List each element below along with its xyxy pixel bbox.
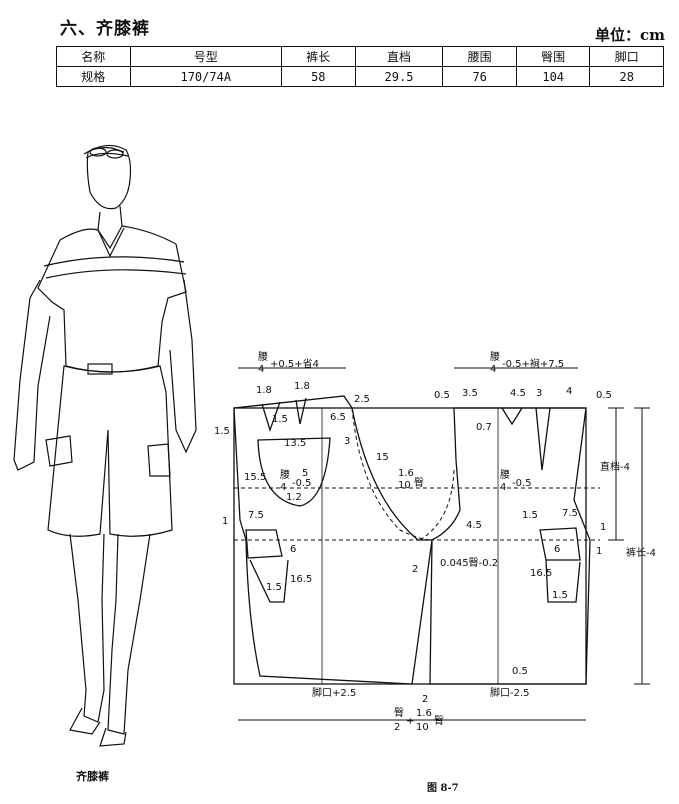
bottom-formula-e: 10 <box>416 722 429 733</box>
table-cell: 28 <box>589 66 664 87</box>
dim-label: 4 <box>566 386 572 397</box>
front-top-formula-b: 4 <box>258 364 264 375</box>
crotch-formula-a: 1.6 <box>398 468 414 479</box>
dim-label: 15.5 <box>244 472 266 483</box>
figure-caption-right: 图 8-7 <box>427 783 459 794</box>
back-crotch-label: 0.045臀-0.2 <box>440 557 498 569</box>
dim-label: 6 <box>290 544 296 555</box>
dim-label: 16.5 <box>530 568 552 579</box>
back-top-formula-a: 腰 <box>490 351 500 363</box>
dim-label: 2.5 <box>354 394 370 405</box>
dim-label: 1.8 <box>256 385 272 396</box>
back-top-formula-b: 4 <box>490 364 496 375</box>
hem-front-label: 脚口+2.5 <box>312 686 356 699</box>
back-top-formula-c: -0.5+裥+7.5 <box>502 357 564 370</box>
bottom-formula-a: 臀 <box>394 707 404 719</box>
front-mid-formula-b: 4 <box>280 482 286 493</box>
hem-back-label: 脚口-2.5 <box>490 686 530 699</box>
bottom-formula-f: 臀 <box>434 715 444 727</box>
dim-label: 1 <box>596 546 602 557</box>
dim-label: 15 <box>376 452 389 463</box>
front-top-formula-c: +0.5+省4 <box>270 357 319 370</box>
front-top-formula-a: 腰 <box>258 351 268 363</box>
table-cell: 104 <box>515 66 591 87</box>
dim-label: 2 <box>412 564 418 575</box>
dim-label: 7.5 <box>248 510 264 521</box>
bottom-formula-b: 2 <box>394 722 400 733</box>
front-mid-formula-c: -0.5 <box>292 478 312 489</box>
bottom-formula-d: 1.6 <box>416 708 432 719</box>
dim-label: 1.5 <box>552 590 568 601</box>
back-mid-formula-b: 4 <box>500 482 506 493</box>
bottom-formula-c: + <box>406 716 414 727</box>
crotch-depth-label: 直档-4 <box>600 460 630 473</box>
unit-label: 单位：cm <box>594 26 665 44</box>
dim-label: 1 <box>600 522 606 533</box>
dim-label: 1.5 <box>214 426 230 437</box>
dim-label: 3 <box>344 436 350 447</box>
dim-label: 4.5 <box>510 388 526 399</box>
dim-label: 3 <box>536 388 542 399</box>
dim-label: 1.5 <box>522 510 538 521</box>
dim-label: 1.2 <box>286 492 302 503</box>
table-cell: 29.5 <box>354 66 444 87</box>
dim-label: 3.5 <box>462 388 478 399</box>
dim-label: 1 <box>222 516 228 527</box>
dim-label: 13.5 <box>284 438 306 449</box>
table-cell: 170/74A <box>129 66 283 87</box>
dim-label: 7.5 <box>562 508 578 519</box>
spec-table: 名称 号型 裤长 直档 腰围 臀围 脚口 规格 170/74A 58 29.5 … <box>56 46 664 87</box>
crotch-formula-b: 10 <box>398 480 411 491</box>
page-title: 六、齐膝裤 <box>60 19 150 39</box>
dim-label: 0.5 <box>512 666 528 677</box>
table-cell: 76 <box>442 66 517 87</box>
figure-caption-left: 齐膝裤 <box>76 770 109 783</box>
crotch-formula-c: 臀 <box>414 477 424 489</box>
dim-label: 1.8 <box>294 381 310 392</box>
dim-label: 0.7 <box>476 422 492 433</box>
dim-label: 1.5 <box>272 414 288 425</box>
dim-label: 6 <box>554 544 560 555</box>
dim-label: 16.5 <box>290 574 312 585</box>
fashion-figure-illustration <box>13 144 197 747</box>
dim-label: 5 <box>302 468 308 479</box>
back-mid-formula-c: -0.5 <box>512 478 532 489</box>
table-row: 规格 170/74A 58 29.5 76 104 28 <box>56 66 664 87</box>
dim-label: 1.5 <box>266 582 282 593</box>
dim-label: 0.5 <box>596 390 612 401</box>
table-cell: 规格 <box>56 66 131 87</box>
dim-label: 6.5 <box>330 412 346 423</box>
dim-label: 4.5 <box>466 520 482 531</box>
back-mid-formula-a: 腰 <box>500 469 510 481</box>
length-label: 裤长-4 <box>626 546 656 559</box>
dim-label: 0.5 <box>434 390 450 401</box>
front-mid-formula-a: 腰 <box>280 469 290 481</box>
dim-label: 2 <box>422 694 428 705</box>
